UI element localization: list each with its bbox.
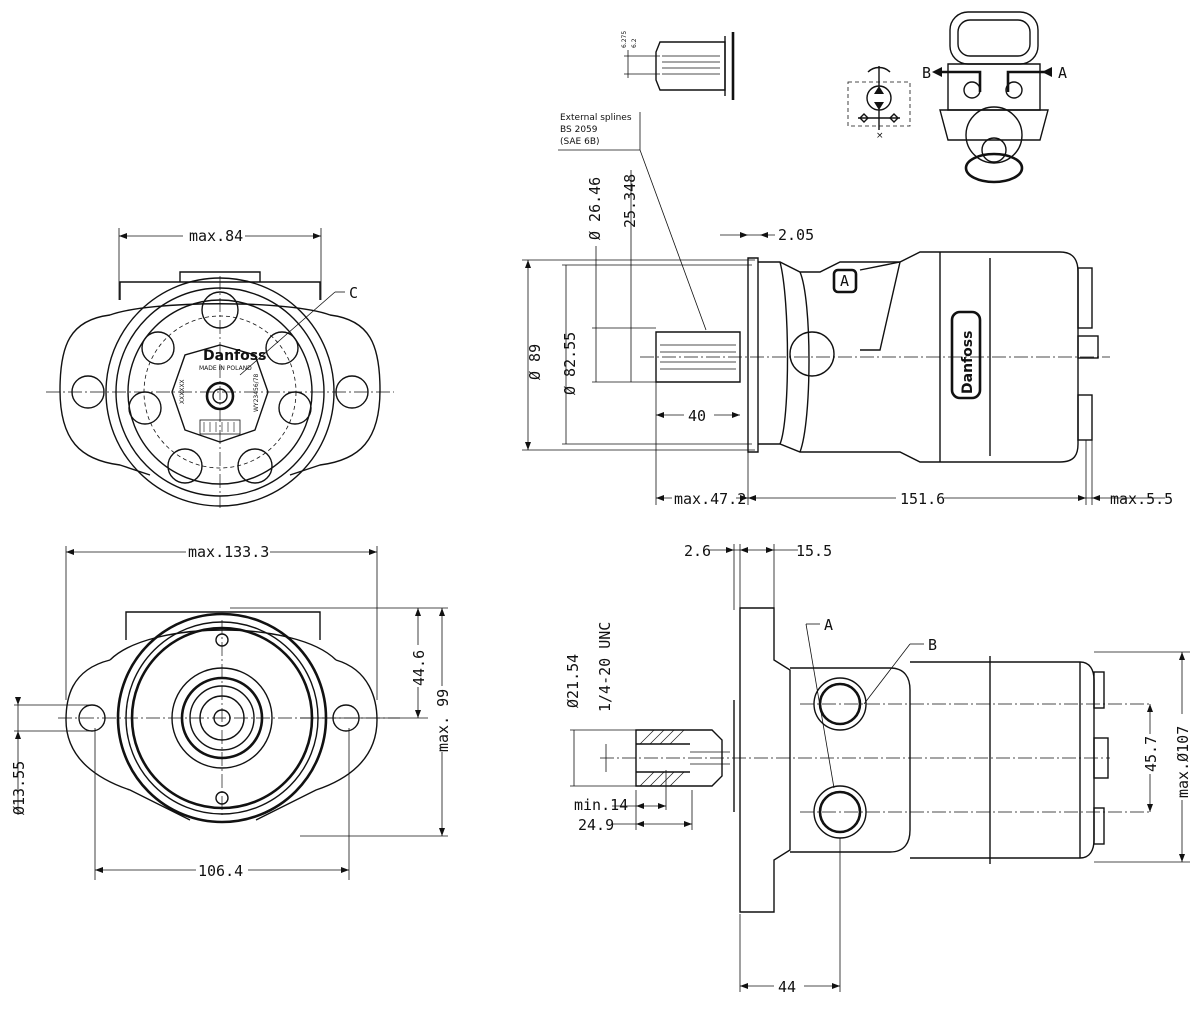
- dim-472: max.47.2: [674, 490, 746, 508]
- dia-2154: Ø21.54: [564, 654, 582, 708]
- schematic-label-b: B: [922, 64, 931, 82]
- spline-note-3: (SAE 6B): [560, 137, 600, 147]
- rear-width-label: max.133.3: [188, 543, 269, 561]
- dim-249: 24.9: [578, 816, 614, 834]
- dim-1516: 151.6: [900, 490, 945, 508]
- nameplate-code: WY23456/78: [253, 373, 260, 412]
- front-width-label: max.84: [189, 227, 243, 245]
- dia-26: Ø 26.46: [586, 177, 604, 240]
- schematic-label-a: A: [1058, 64, 1067, 82]
- hydraulic-schematic: × B A: [847, 11, 1067, 184]
- nameplate-brand: Danfoss: [203, 348, 266, 364]
- dim-457: 45.7: [1142, 736, 1160, 772]
- dim-min14: min.14: [574, 796, 628, 814]
- dim-44: 44: [778, 978, 796, 996]
- nameplate-origin: MADE IN POLAND: [199, 365, 252, 372]
- port-b-callout: B: [928, 636, 937, 654]
- spline-note-2: BS 2059: [560, 125, 598, 135]
- spline-detail: 6.275 6.2 External splines BS 2059 (SAE …: [558, 31, 735, 331]
- dim-1064: 106.4: [198, 862, 243, 880]
- dim-107: max.Ø107: [1174, 726, 1192, 798]
- side-port-marker: A: [840, 272, 849, 290]
- housing-logo: Danfoss: [960, 331, 976, 394]
- dim-205: 2.05: [778, 226, 814, 244]
- dim-55: max.5.5: [1110, 490, 1173, 508]
- spline-note-1: External splines: [560, 113, 632, 123]
- dia-1355: Ø13.55: [10, 761, 28, 815]
- spline-dim-a: 6.275: [621, 31, 628, 48]
- dia-89: Ø 89: [526, 344, 544, 380]
- rear-view: max.133.3 44.6 max. 99 Ø13.55: [10, 543, 452, 880]
- spline-dim-b: 6.2: [631, 38, 638, 48]
- thread-spec: 1/4-20 UNC: [596, 622, 614, 712]
- svg-text:×: ×: [876, 131, 884, 141]
- dim-25: 25.348: [621, 174, 639, 228]
- dim-40: 40: [688, 407, 706, 425]
- top-view: 2.6 15.5: [564, 542, 1192, 996]
- dim-155: 15.5: [796, 542, 832, 560]
- front-flange-view: max.84 Danfoss MADE IN POLAND XXXXXX WY2…: [46, 227, 394, 508]
- callout-c: C: [349, 284, 358, 302]
- dim-26: 2.6: [684, 542, 711, 560]
- dim-446: 44.6: [410, 650, 428, 686]
- nameplate-serial: XXXXXX: [179, 379, 186, 404]
- side-view: Ø 26.46 25.348 Ø 89 Ø 82.55 2.05: [522, 170, 1173, 508]
- dia-8255: Ø 82.55: [561, 332, 579, 395]
- port-a-callout: A: [824, 616, 833, 634]
- dim-99: max. 99: [434, 689, 452, 752]
